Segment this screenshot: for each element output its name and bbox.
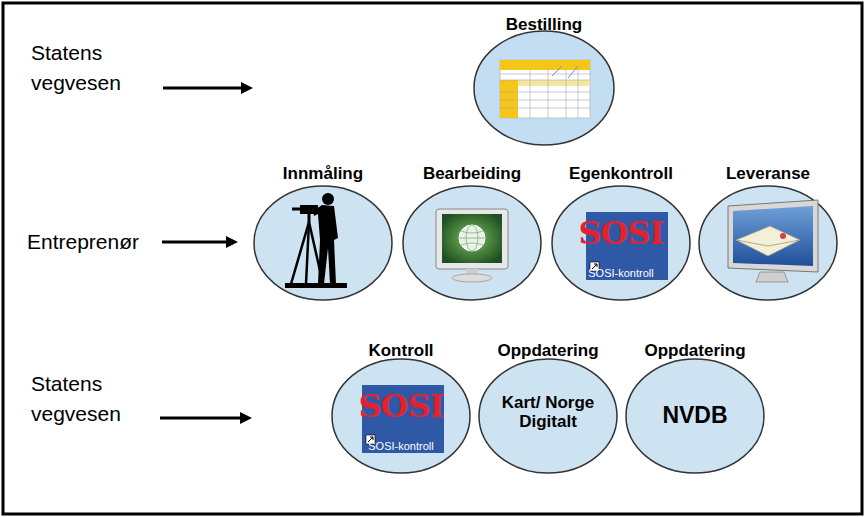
icon-caption: SOSI-kontroll: [368, 440, 433, 452]
ellipse-shape: [254, 186, 392, 300]
step-heading: Oppdatering: [644, 342, 745, 361]
ellipse-outline: [470, 14, 618, 148]
step-body: NVDB: [662, 403, 727, 428]
row-arrows: [160, 88, 244, 418]
icon-logo: SOSI: [578, 216, 663, 251]
icon-logo: SOSI: [358, 389, 443, 424]
step-heading: Bearbeiding: [423, 165, 521, 184]
step-body: Kart/ Norge Digitalt: [489, 394, 607, 431]
step-heading: Kontroll: [368, 342, 433, 361]
row-actor-label: Entreprenør: [27, 227, 167, 257]
icon-caption: SOSI-kontroll: [588, 267, 653, 279]
ellipse-shape: [626, 359, 764, 473]
process-ellipse: OppdateringKart/ Norge Digitalt: [478, 340, 618, 476]
step-heading: Oppdatering: [497, 342, 598, 361]
process-ellipse: OppdateringNVDB: [625, 340, 765, 476]
process-ellipse: Innmåling: [253, 160, 393, 303]
step-heading: Egenkontroll: [569, 165, 673, 184]
arrow-heads: [226, 82, 253, 424]
step-heading: Leveranse: [726, 165, 810, 184]
ellipse-shape: [332, 359, 470, 473]
process-ellipse: Bestilling: [470, 14, 618, 148]
row-actor-label: Statens vegvesen: [31, 369, 141, 430]
row-actor-label: Statens vegvesen: [31, 38, 141, 99]
ellipse-shape: [403, 186, 541, 300]
step-heading: Innmåling: [283, 165, 363, 184]
process-ellipse: Leveranse: [698, 160, 838, 303]
ellipse-shape: [552, 186, 690, 300]
outer-frame: [3, 3, 862, 514]
process-ellipse: EgenkontrollSOSI SOSI-kontroll: [551, 160, 691, 303]
ellipse-shape: [479, 359, 617, 473]
step-heading: Bestilling: [506, 16, 583, 35]
process-ellipse: Bearbeiding: [402, 160, 542, 303]
process-ellipse: KontrollSOSI SOSI-kontroll: [331, 340, 471, 476]
ellipse-shape: [474, 31, 614, 145]
ellipse-shape: [699, 186, 837, 300]
